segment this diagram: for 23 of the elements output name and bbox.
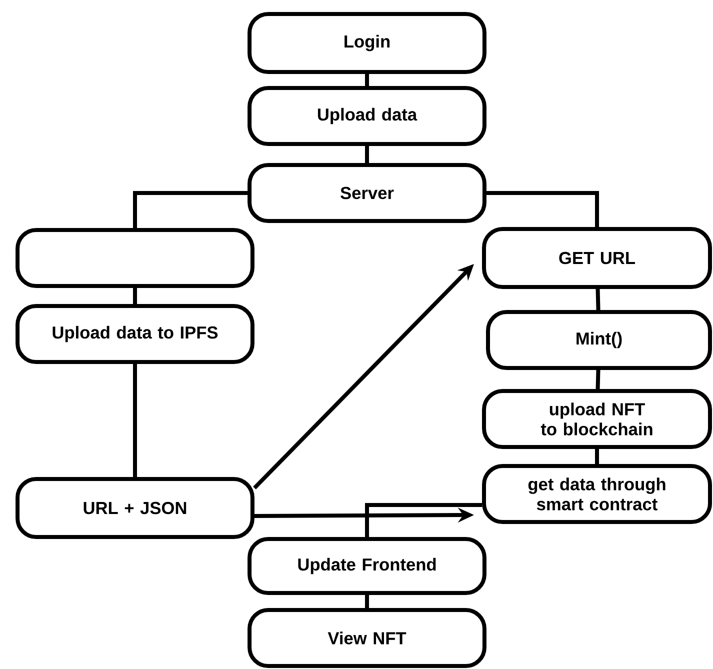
connector [133, 288, 137, 304]
process-box: GET URL [482, 227, 712, 289]
empty-box [16, 228, 254, 288]
process-box: Login [248, 12, 486, 74]
connector [365, 146, 369, 163]
process-box: get data through smart contract [482, 464, 712, 524]
connector [365, 74, 369, 86]
connector [596, 370, 600, 390]
process-box: URL + JSON [16, 477, 254, 539]
process-box: upload NFT to blockchain [482, 389, 712, 449]
connector [365, 595, 369, 608]
process-box: Upload data to IPFS [16, 304, 254, 364]
connector [595, 449, 599, 464]
connector [133, 191, 248, 228]
process-box: Mint() [486, 310, 712, 370]
process-box: Upload data [248, 86, 486, 146]
connector [133, 364, 137, 477]
process-box: Server [248, 163, 486, 223]
connector [365, 503, 482, 537]
process-box: View NFT [248, 608, 486, 668]
process-box: Update Frontend [248, 537, 486, 595]
connector [486, 191, 599, 227]
connector [596, 288, 600, 310]
